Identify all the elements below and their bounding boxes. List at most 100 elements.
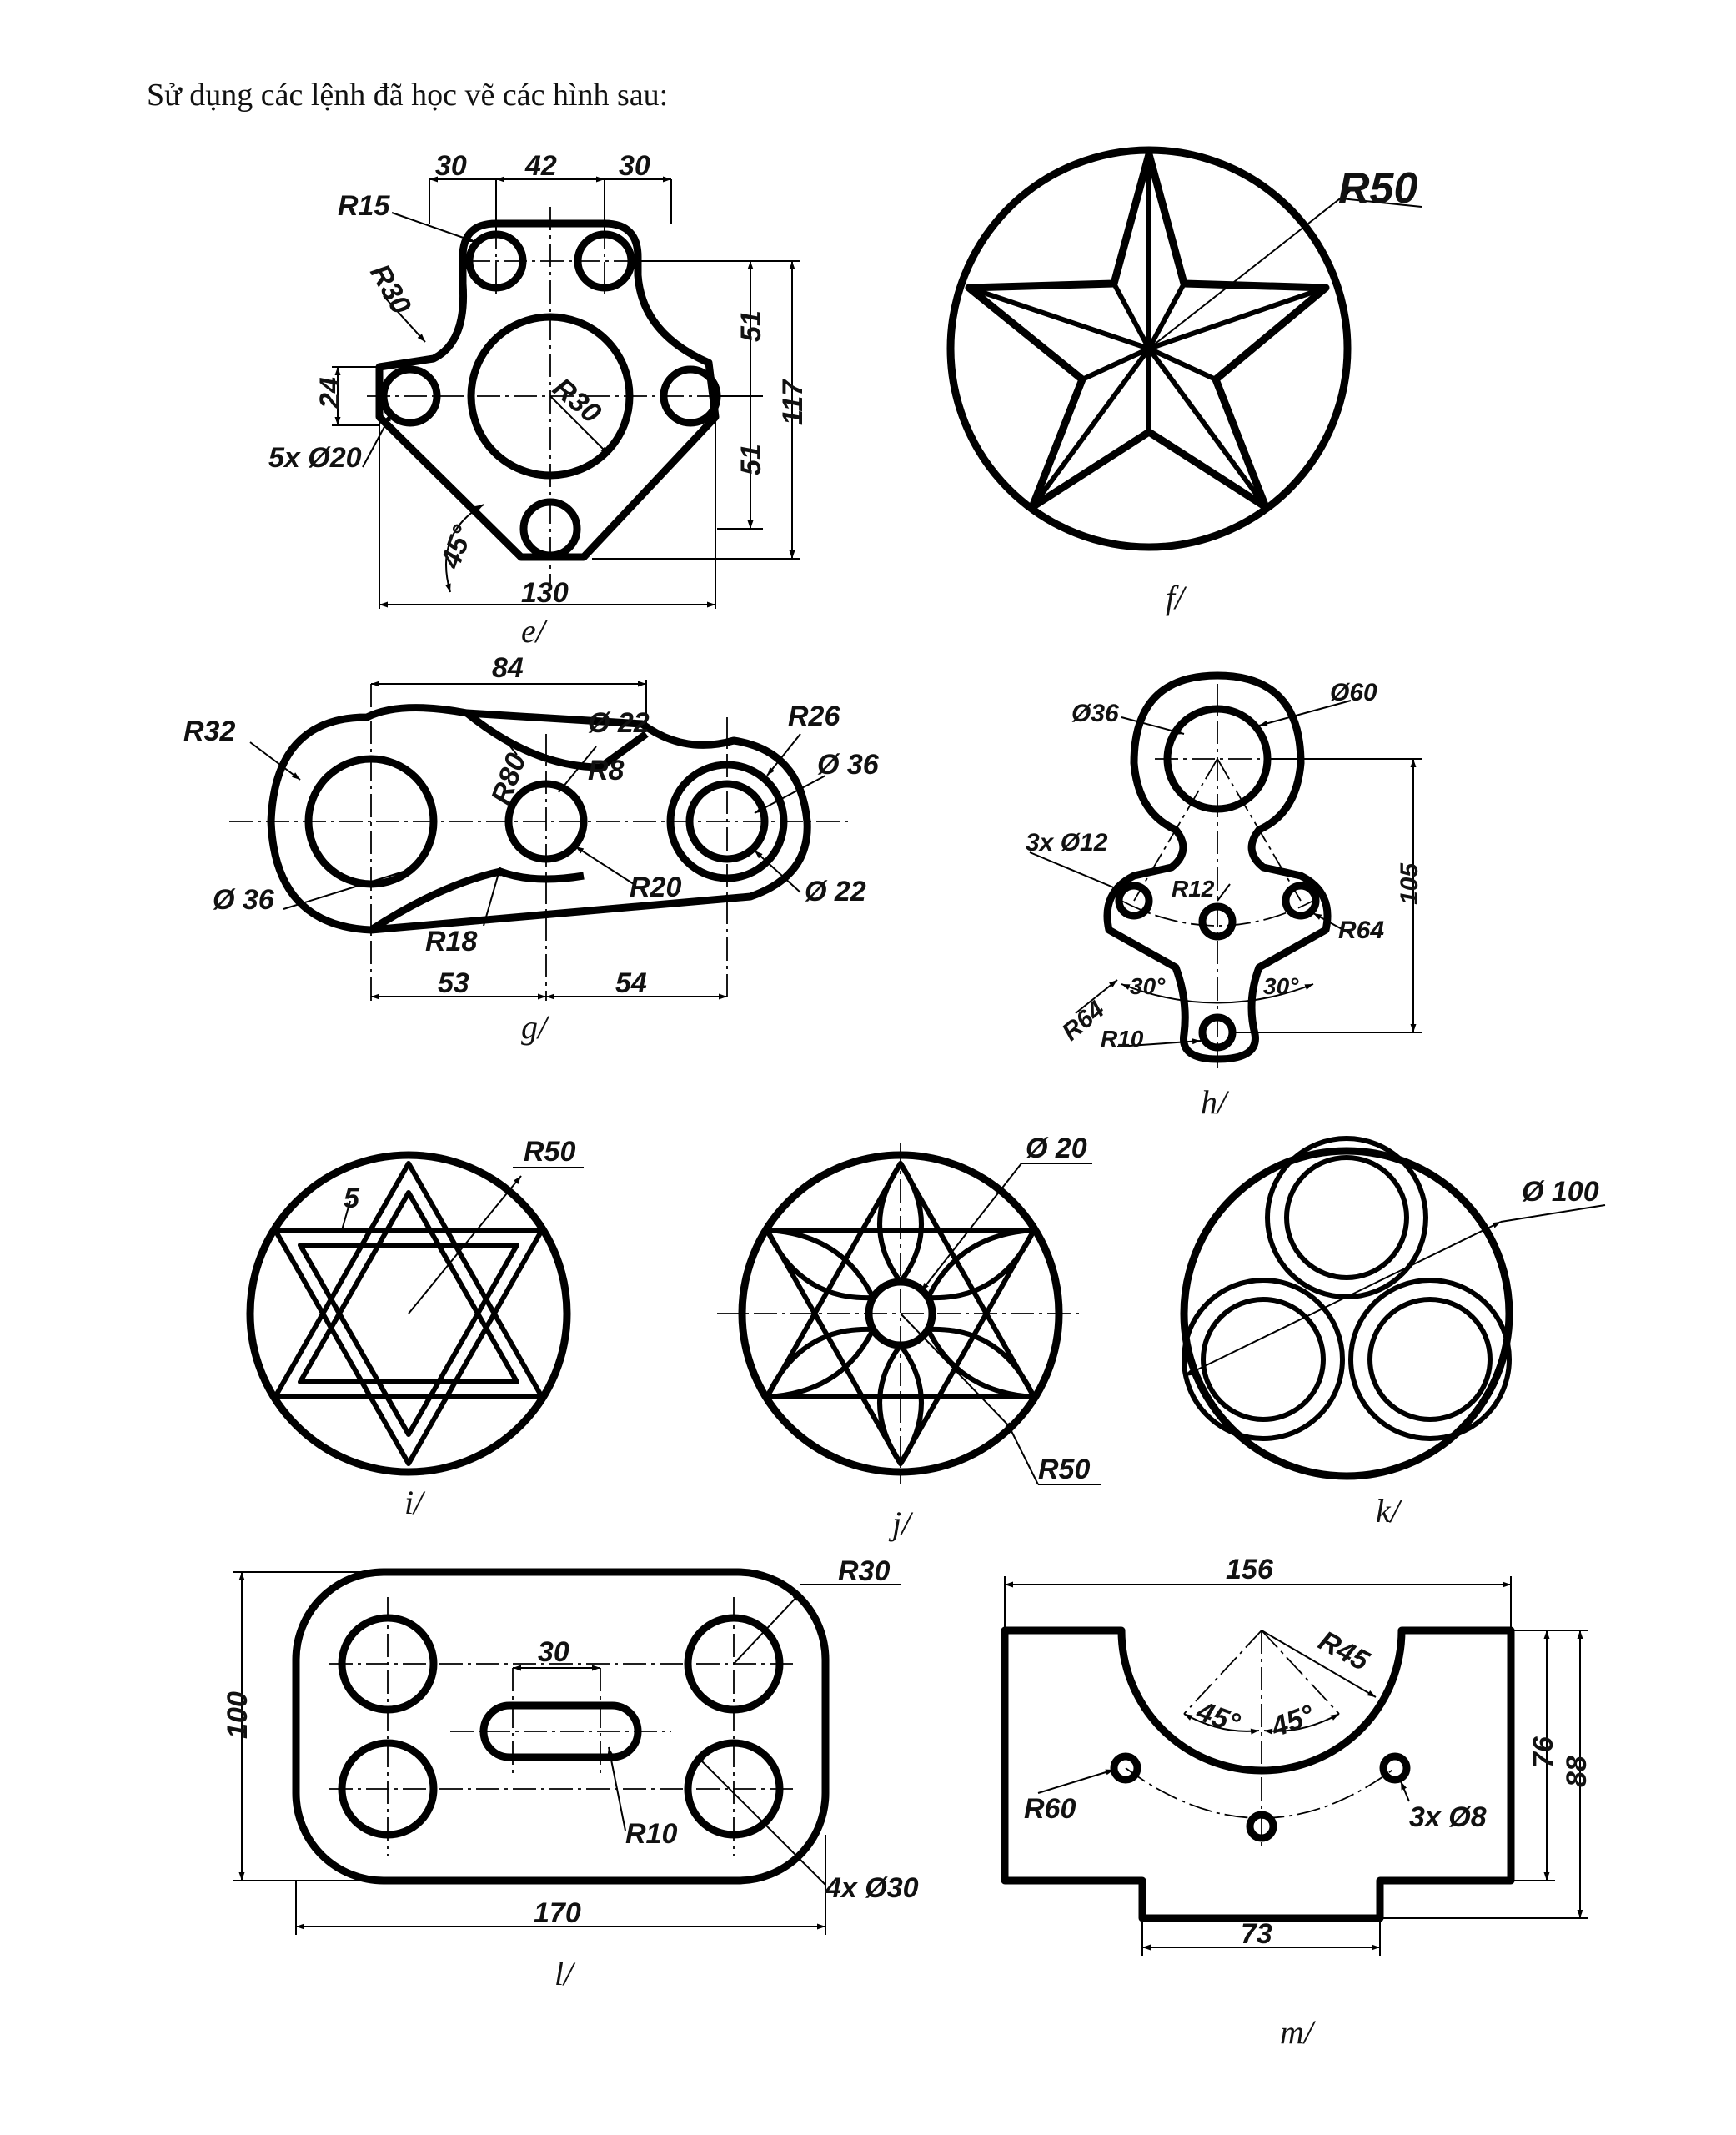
figure-h-dim-0: Ø36 <box>1071 700 1119 727</box>
figure-g-dim-7: Ø 36 <box>213 884 275 916</box>
figure-i-triangle-up-inner <box>298 1190 519 1384</box>
figure-e-dim-1: 42 <box>524 150 557 182</box>
figure-l-outline <box>292 1568 830 1885</box>
figure-h-dimension-lines <box>1029 700 1422 1047</box>
figure-h-dim-6: R64 <box>1338 917 1384 944</box>
figure-h-dim-4: 105 <box>1396 862 1423 905</box>
figure-k-right-hole <box>1367 1297 1493 1422</box>
figure-j: Ø 20 R50 j/ <box>717 1133 1101 1542</box>
figure-i-gap-leader <box>341 1200 351 1231</box>
figure-e-dimension-lines <box>332 176 800 609</box>
figure-h-dim-1: Ø60 <box>1330 679 1377 706</box>
figure-k-dia-leader <box>1183 1221 1502 1377</box>
figure-e-dim-3: R15 <box>338 190 390 222</box>
figure-m-dim-7: 3x Ø8 <box>1409 1801 1487 1833</box>
figure-j-caption: j/ <box>888 1505 914 1542</box>
figure-g: 84 R32 Ø 22 R26 R80 R8 Ø 36 Ø 36 R20 Ø 2… <box>183 652 880 1046</box>
figure-m-dim-5: 88 <box>1561 1756 1593 1787</box>
figure-m-dim-6: R60 <box>1024 1793 1076 1825</box>
figure-k: Ø 100 k/ <box>1180 1136 1606 1530</box>
figure-i-dim-1: 5 <box>344 1183 360 1214</box>
figure-k-dim-0: Ø 100 <box>1522 1176 1599 1208</box>
figure-g-dim-0: 84 <box>492 652 524 684</box>
figure-f-radius-leader <box>1148 189 1352 349</box>
figure-l-dim-4: 4x Ø30 <box>825 1872 919 1904</box>
figure-h-dim-3: R12 <box>1172 876 1215 902</box>
figure-k-left-ring <box>1182 1278 1345 1441</box>
figure-m-caption: m/ <box>1280 2013 1317 2051</box>
figure-g-dim-6: Ø 36 <box>817 749 880 781</box>
figure-m: 156 R45 45° 45° 76 88 R60 3x Ø8 73 m/ <box>1001 1554 1593 2051</box>
figure-h-labels: Ø36 Ø60 3x Ø12 R12 105 R64 R64 30° 30° R… <box>1026 679 1423 1052</box>
figure-j-triangle-up <box>765 1161 1036 1399</box>
figure-g-outline <box>267 704 811 934</box>
figure-i-outer-circle <box>246 1151 571 1476</box>
figure-g-dim-4: R80 <box>485 749 533 809</box>
figure-k-right-ring <box>1348 1278 1512 1441</box>
figure-g-caption: g/ <box>521 1008 550 1046</box>
figure-e-dim-6: 5x Ø20 <box>268 442 362 474</box>
figure-e-caption: e/ <box>521 612 549 650</box>
figure-e-dim-4: R30 <box>364 259 417 319</box>
figure-m-dim-2: 45° <box>1192 1695 1244 1740</box>
figure-e: 30 42 30 R15 R30 24 5x Ø20 R30 51 51 117… <box>268 150 809 650</box>
figure-l-dim-1: 30 <box>538 1636 569 1668</box>
figure-e-dim-2: 30 <box>619 150 650 182</box>
figure-m-centerlines <box>1125 1630 1396 1851</box>
figure-g-labels: 84 R32 Ø 22 R26 R80 R8 Ø 36 Ø 36 R20 Ø 2… <box>183 652 880 999</box>
figure-e-labels: 30 42 30 R15 R30 24 5x Ø20 R30 51 51 117… <box>268 150 809 609</box>
figure-f-outer-circle <box>946 146 1352 551</box>
figure-g-dim-10: R18 <box>425 926 477 957</box>
figure-m-dim-4: 76 <box>1528 1736 1559 1768</box>
figure-j-radius-leader-b <box>1008 1425 1039 1485</box>
figure-l-dim-3: R10 <box>625 1818 677 1850</box>
figure-k-caption: k/ <box>1376 1492 1403 1530</box>
figure-g-dim-11: 53 <box>438 967 469 999</box>
figure-f: R50 f/ <box>946 146 1422 616</box>
figure-e-outline <box>375 219 720 561</box>
figure-l-labels: R30 30 100 R10 4x Ø30 170 <box>222 1555 919 1929</box>
figure-m-outline <box>1001 1626 1515 1922</box>
figure-e-dim-9: 51 <box>735 444 767 475</box>
figure-l-dim-2: 100 <box>222 1691 253 1739</box>
figure-k-leader-ext <box>1500 1204 1606 1223</box>
figure-j-dim-1: R50 <box>1038 1454 1090 1485</box>
figure-h: Ø36 Ø60 3x Ø12 R12 105 R64 R64 30° 30° R… <box>1026 671 1423 1121</box>
figure-i-triangle-down-inner <box>298 1243 519 1437</box>
figure-l-dim-5: 170 <box>534 1897 581 1929</box>
figure-g-dim-8: R20 <box>630 872 681 903</box>
figure-f-caption: f/ <box>1166 579 1187 616</box>
figure-l-caption: l/ <box>554 1955 576 1992</box>
figure-k-top-hole <box>1284 1155 1409 1280</box>
figure-j-dia-leader <box>921 1163 1022 1292</box>
figure-m-hole-right <box>1379 1752 1411 1784</box>
figure-g-centerlines <box>229 684 850 1001</box>
figure-l-dimension-lines <box>233 1571 901 1935</box>
figure-e-dim-12: 130 <box>521 577 569 609</box>
figure-k-outer-circle <box>1180 1147 1513 1480</box>
figure-e-dim-0: 30 <box>435 150 467 182</box>
figure-m-dim-3: 45° <box>1267 1699 1319 1744</box>
figure-h-dim-8: 30° <box>1263 973 1299 999</box>
figure-l: R30 30 100 R10 4x Ø30 170 l/ <box>222 1555 919 1992</box>
figure-l-dim-0: R30 <box>838 1555 890 1587</box>
figure-h-caption: h/ <box>1201 1083 1230 1121</box>
figure-j-radius-leader <box>900 1313 1014 1431</box>
figure-h-dim-7: 30° <box>1130 973 1166 999</box>
figure-g-dimension-lines <box>249 680 826 1000</box>
figure-e-dim-8: 51 <box>735 310 767 342</box>
figure-m-hole-left <box>1110 1752 1141 1784</box>
figure-e-dim-10: 117 <box>777 379 809 425</box>
figure-g-dim-12: 54 <box>615 967 647 999</box>
figure-f-leader-ext <box>1340 198 1422 208</box>
figure-i-triangle-down-outer <box>273 1228 544 1466</box>
figure-m-dim-8: 73 <box>1241 1918 1272 1950</box>
figure-k-top-ring <box>1265 1136 1428 1299</box>
figure-h-hole-left <box>1115 882 1153 920</box>
figure-h-dim-2: 3x Ø12 <box>1026 829 1108 857</box>
figure-e-dim-5: 24 <box>314 377 346 409</box>
figure-i-triangle-up-outer <box>273 1161 544 1399</box>
figure-h-centerlines <box>1121 684 1314 1068</box>
figure-i-radius-leader <box>408 1175 522 1314</box>
figure-h-hole-right <box>1282 882 1320 920</box>
